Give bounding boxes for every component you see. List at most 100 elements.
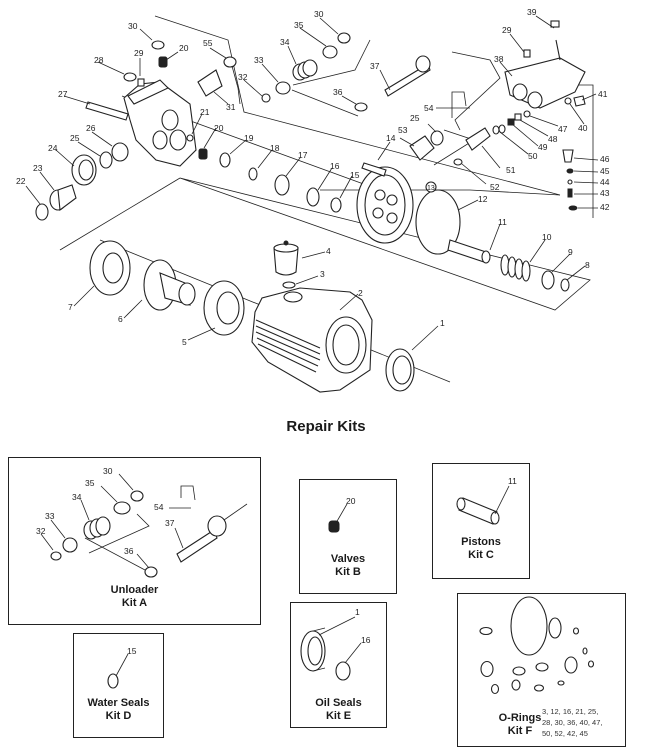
- label-part-17: 17: [298, 150, 308, 160]
- label-part-16: 16: [330, 161, 340, 171]
- label-part-55: 55: [203, 38, 213, 48]
- label-part-45: 45: [600, 166, 610, 176]
- label-part-48: 48: [548, 134, 558, 144]
- valve-part-20b: [198, 148, 208, 160]
- label-part-34: 34: [280, 37, 290, 47]
- label-part-25b: 25: [410, 113, 420, 123]
- exploded-view-diagram: 1 2 3 4 5 6 7 8 9 10 11 12 13 14 15 16 1…: [16, 7, 610, 393]
- label-part-8: 8: [585, 260, 590, 270]
- label-part-15: 15: [350, 170, 360, 180]
- label-part-46: 46: [600, 154, 610, 164]
- oil-seal-part-1: [385, 348, 415, 392]
- kit-f-oring-part-list: 3, 12, 16, 21, 25, 28, 30, 36, 40, 47, 5…: [542, 707, 603, 738]
- piston-part-11: [447, 239, 491, 264]
- kit-c-illustration: 11: [456, 476, 517, 525]
- label-part-38: 38: [494, 54, 504, 64]
- part-18: [248, 167, 258, 181]
- kit-d-illustration: 15: [107, 646, 137, 689]
- label-part-4: 4: [326, 246, 331, 256]
- oring-part-25b: [430, 130, 444, 146]
- part-29b: [523, 49, 531, 58]
- label-part-39: 39: [527, 7, 537, 17]
- oil-cap-part-4: [273, 240, 299, 276]
- part-13-marker: [425, 181, 437, 193]
- label-part-26: 26: [86, 123, 96, 133]
- label-part-20b: 20: [214, 123, 224, 133]
- label-part-52: 52: [490, 182, 500, 192]
- kit-a-label-36: 36: [124, 546, 134, 556]
- pump-housing-part-13: [356, 166, 414, 244]
- repair-kits-title: Repair Kits: [286, 418, 366, 435]
- label-part-36: 36: [333, 87, 343, 97]
- kit-a-unloader: 32 33 34 35 30 54 37 36 Unloader Kit A: [8, 457, 261, 625]
- manifold-part-38: [504, 20, 586, 109]
- oring-part-12: [415, 189, 461, 255]
- kit-a-label-32: 32: [36, 526, 46, 536]
- oring-part-8: [560, 278, 570, 292]
- kit-e-oil-seals: 1 16 Oil Seals Kit E: [290, 602, 387, 728]
- label-part-12: 12: [478, 194, 488, 204]
- fitting-part-53: [409, 135, 435, 161]
- part-22: [35, 203, 49, 221]
- kit-c-label-11: 11: [508, 476, 517, 486]
- valve-stack-42-46: [562, 149, 578, 211]
- kit-a-label-54: 54: [154, 502, 164, 512]
- kit-f-o-rings: O-Rings Kit F 3, 12, 16, 21, 25, 28, 30,…: [457, 593, 626, 747]
- label-part-21: 21: [200, 107, 210, 117]
- bracket-part-54: [451, 91, 467, 118]
- kit-b-valves: 20 Valves Kit B: [299, 479, 397, 594]
- label-part-33: 33: [254, 55, 264, 65]
- label-part-7: 7: [68, 302, 73, 312]
- kit-f-name: O-Rings Kit F: [498, 712, 542, 737]
- washer-part-9: [541, 270, 555, 290]
- part-31-55: [197, 56, 241, 105]
- label-part-9: 9: [568, 247, 573, 257]
- unloader-parts: [261, 32, 431, 112]
- kit-c-name: Pistons Kit C: [461, 536, 501, 561]
- kit-e-label-1: 1: [355, 607, 360, 617]
- label-part-23: 23: [33, 163, 43, 173]
- label-part-51: 51: [506, 165, 516, 175]
- label-part-10: 10: [542, 232, 552, 242]
- part-23: [49, 184, 77, 212]
- label-part-6: 6: [118, 314, 123, 324]
- part-29a: [137, 78, 145, 87]
- oring-part-28: [123, 72, 137, 82]
- kit-a-illustration: 32 33 34 35 30 54 37 36: [36, 466, 248, 578]
- part-41: [573, 95, 586, 107]
- kit-a-name: Unloader Kit A: [110, 584, 159, 609]
- label-part-28: 28: [94, 55, 104, 65]
- part-21: [186, 134, 194, 142]
- oring-part-30a: [151, 40, 165, 50]
- label-part-18: 18: [270, 143, 280, 153]
- spring-part-10: [500, 254, 531, 282]
- label-part-20a: 20: [179, 43, 189, 53]
- label-part-30a: 30: [128, 21, 138, 31]
- label-part-30b: 30: [314, 9, 324, 19]
- kit-b-label-20: 20: [346, 496, 356, 506]
- label-part-25a: 25: [70, 133, 80, 143]
- label-part-11: 11: [498, 217, 507, 227]
- label-part-44: 44: [600, 177, 610, 187]
- crankcase-part-2: [251, 287, 373, 393]
- sleeve-part-6: [143, 259, 196, 311]
- label-part-50: 50: [528, 151, 538, 161]
- label-part-42: 42: [600, 202, 610, 212]
- nut-part-24: [71, 154, 97, 186]
- label-part-14: 14: [386, 133, 396, 143]
- leader-lines: [25, 15, 599, 351]
- part-17: [274, 174, 290, 196]
- kit-b-name: Valves Kit B: [330, 553, 366, 578]
- label-part-43: 43: [600, 188, 610, 198]
- label-part-31: 31: [226, 102, 236, 112]
- label-part-13: 13: [427, 185, 435, 192]
- oring-part-3: [282, 281, 296, 289]
- label-part-1: 1: [440, 318, 445, 328]
- label-part-35: 35: [294, 20, 304, 30]
- part-40: [564, 97, 572, 105]
- part-26: [111, 142, 129, 162]
- label-part-5: 5: [182, 337, 187, 347]
- label-part-27: 27: [58, 89, 68, 99]
- oring-part-16: [306, 187, 320, 207]
- valve-part-20a: [158, 56, 168, 68]
